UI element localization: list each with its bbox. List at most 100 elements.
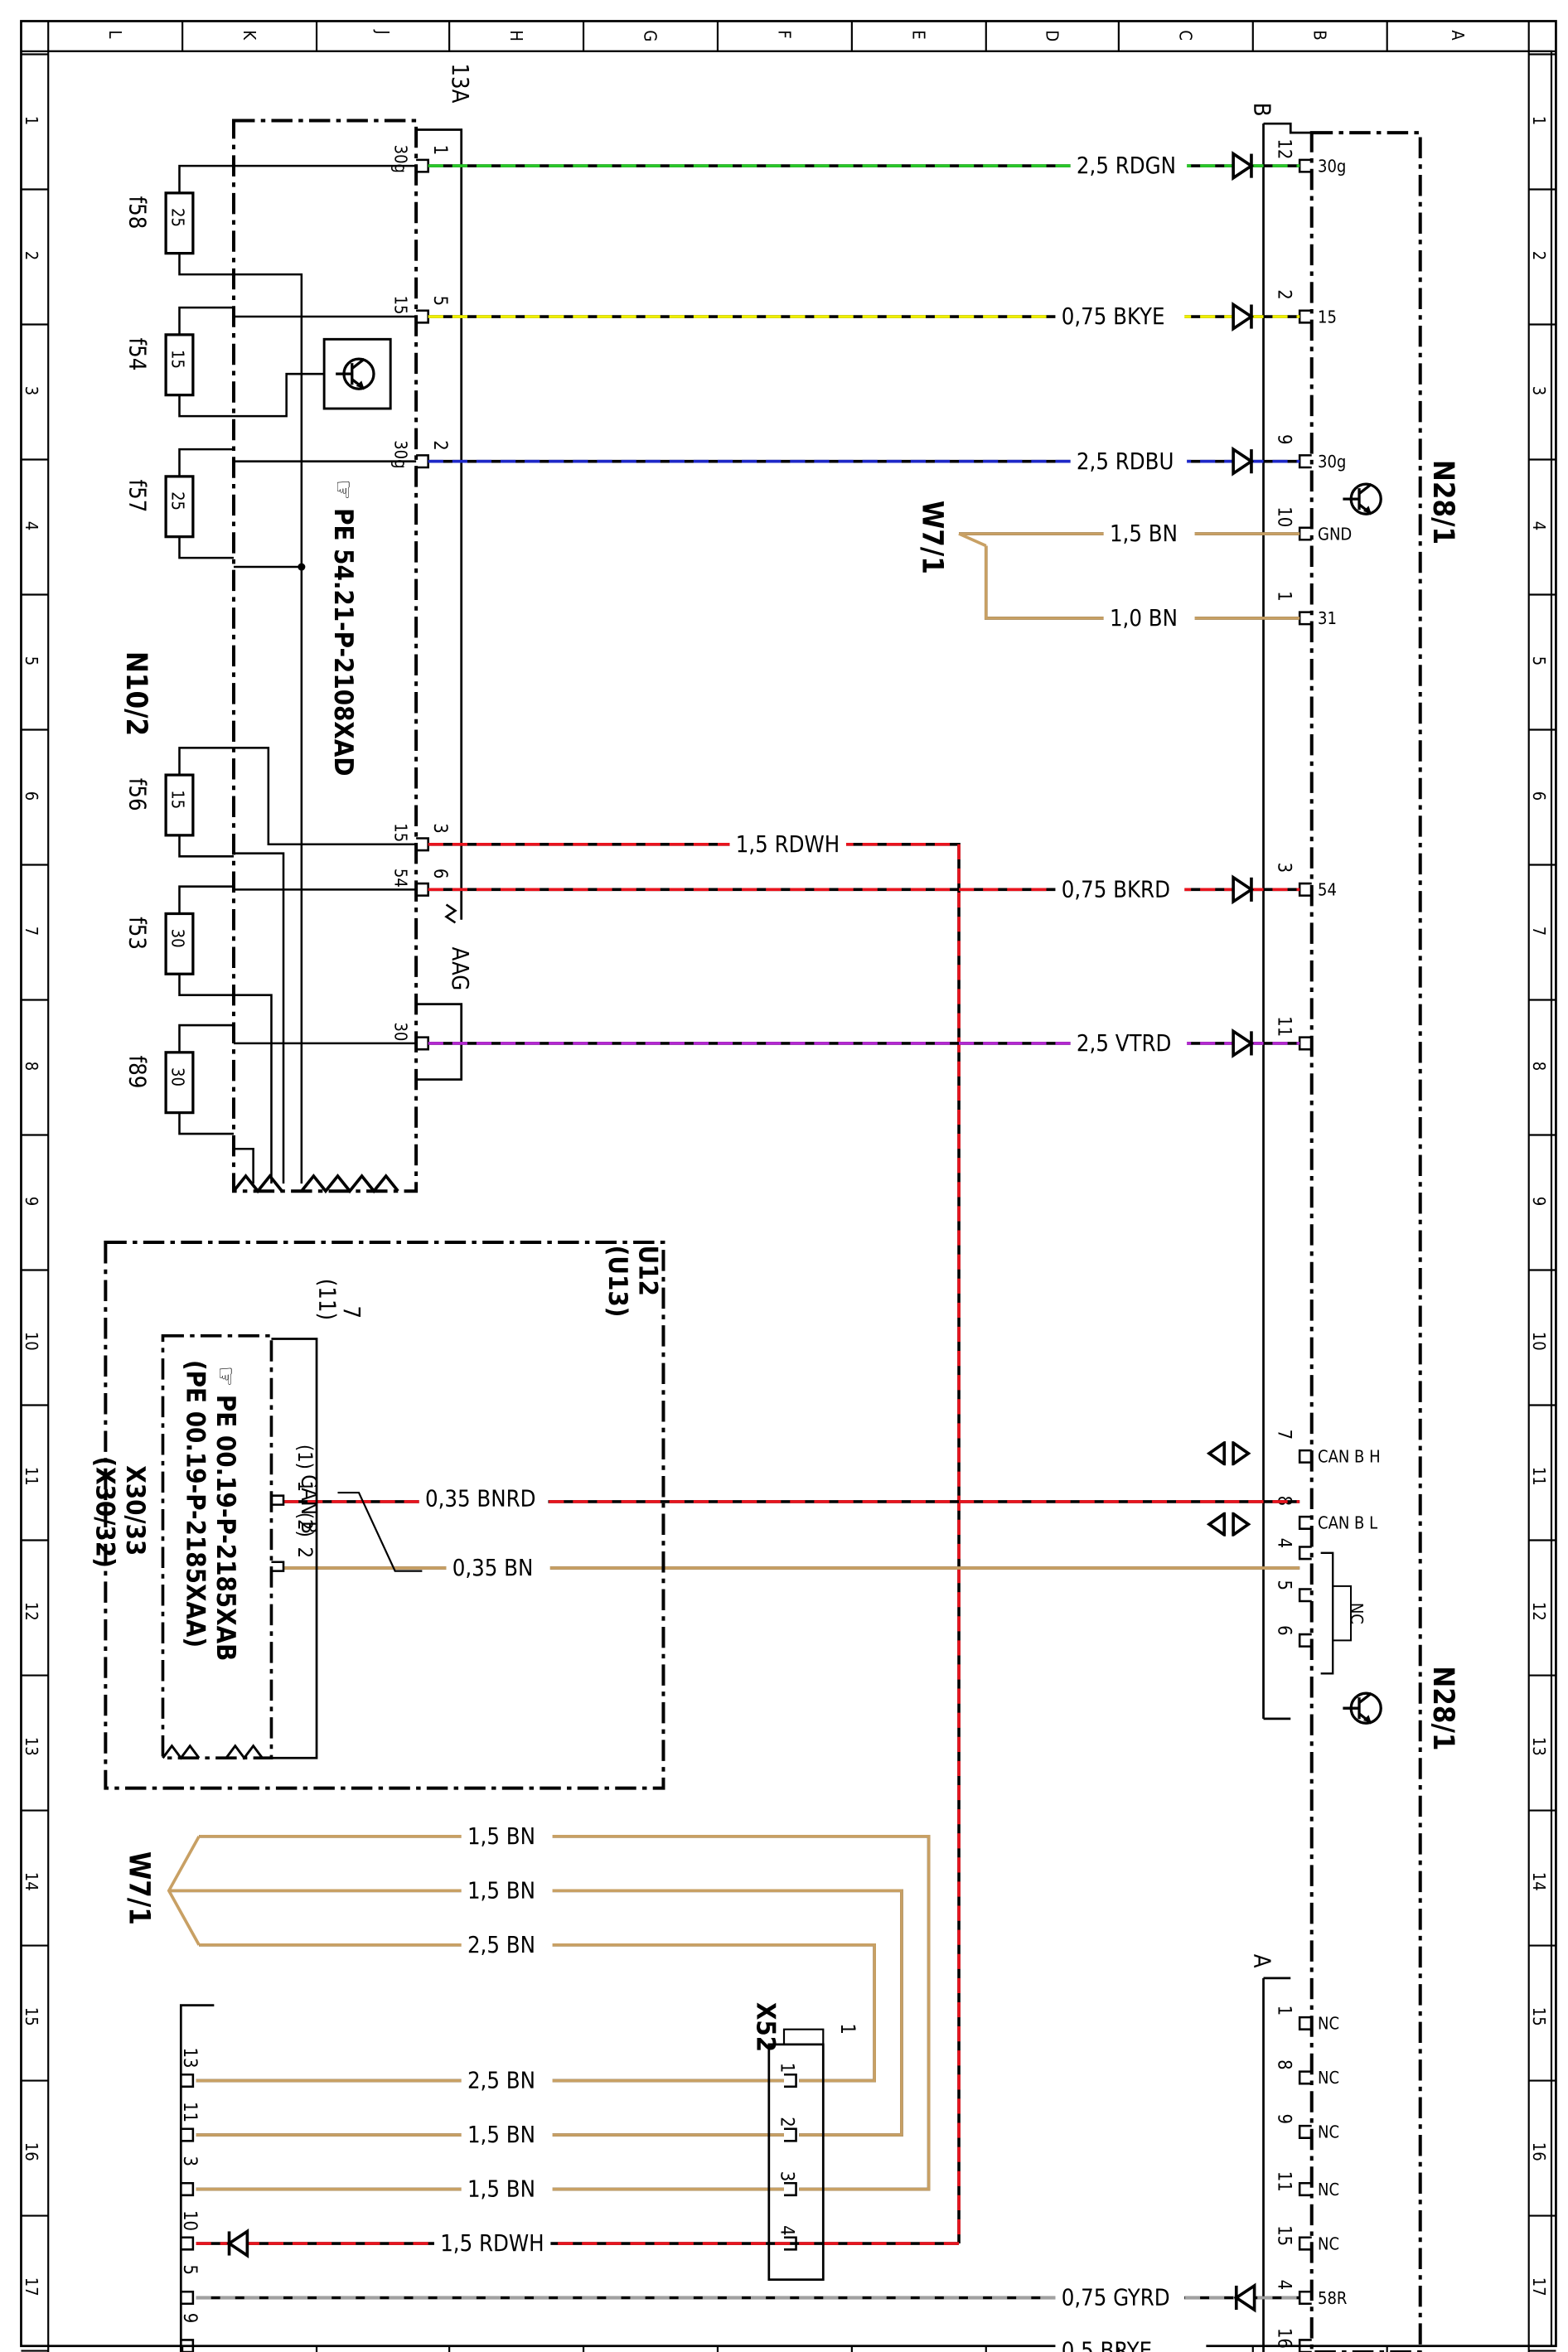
pin-terminal: 15 — [391, 823, 411, 842]
u12-pin-top: 7 — [338, 1305, 364, 1319]
pin-terminal: NC — [1318, 2014, 1339, 2034]
arrow-icon — [1233, 2282, 1256, 2313]
pin-number: 9 — [1274, 2114, 1295, 2125]
pointing-hand-icon: ☞ — [328, 480, 358, 509]
pin-contact — [416, 837, 429, 852]
u12-connector-2: (X30/32) — [90, 1456, 119, 1567]
pin-number: 4 — [776, 2225, 796, 2236]
pin-contact — [1298, 2290, 1312, 2306]
pin-terminal: 54 — [391, 869, 411, 888]
pin-number: 13 — [179, 2048, 200, 2069]
arrow-icon — [1232, 151, 1255, 181]
column-letter: E — [909, 30, 929, 39]
pin-number: 4 — [1274, 2280, 1295, 2291]
u12-pin-1: 1 — [293, 1480, 317, 1492]
pin-number: 10 — [1274, 506, 1295, 527]
pin-contact — [1298, 1515, 1312, 1530]
pin-contact — [416, 158, 429, 173]
u12-label: U12 — [632, 1246, 662, 1296]
row-number-right: 14 — [1529, 1872, 1549, 1891]
pin-number: 10 — [179, 2210, 200, 2231]
u12-module: U12 (U13) 7 (11) X30/33 (X30/32) ☞ PE 00… — [90, 1241, 665, 1790]
column-letter: C — [1176, 30, 1196, 41]
pin-contact — [1298, 158, 1312, 173]
pin-contact — [416, 309, 429, 324]
fuse-rating: 30 — [167, 929, 187, 948]
pin-contact — [1298, 2181, 1312, 2197]
pin-contact — [181, 2073, 195, 2088]
pin-contact — [181, 2290, 195, 2306]
pin-number: 1 — [1274, 2006, 1295, 2016]
pin-terminal: CAN B H — [1318, 1447, 1381, 1467]
pin-number: 5 — [1274, 1580, 1295, 1591]
can-bidirectional-icon — [1207, 1512, 1251, 1537]
drawing-frame — [20, 20, 1557, 2348]
row-number-left: 15 — [22, 2007, 41, 2026]
wire-label: 1,5 BN — [1110, 521, 1178, 547]
pin-number: 2 — [429, 440, 450, 451]
pin-number: 6 — [1274, 1625, 1295, 1636]
fuse-name: f54 — [123, 338, 149, 371]
row-number-left: 16 — [22, 2142, 41, 2161]
pin-terminal: 54 — [1318, 880, 1337, 900]
pin-number: 5 — [179, 2264, 200, 2275]
connector-b-label: B — [1249, 103, 1275, 117]
u12-ref-2: (PE 00.19-P-2185XAA) — [181, 1360, 211, 1648]
u13-label: (U13) — [603, 1246, 632, 1318]
transistor-icon — [334, 357, 375, 390]
arrow-icon — [1232, 302, 1255, 332]
row-number-right: 9 — [1529, 1197, 1549, 1206]
pin-number: 3 — [1274, 863, 1295, 874]
pin-number: 9 — [179, 2313, 200, 2324]
fuse-name: f89 — [123, 1055, 149, 1088]
pin-contact — [1298, 1633, 1312, 1648]
row-number-left: 7 — [22, 927, 41, 936]
u12-pin-top-alt: (11) — [314, 1279, 340, 1320]
row-number-left: 2 — [22, 251, 41, 260]
row-number-left: 10 — [22, 1332, 41, 1351]
row-number-right: 4 — [1529, 521, 1549, 530]
column-letter: L — [105, 30, 125, 38]
can-bidirectional-icon — [1207, 1441, 1251, 1466]
pin-number: 4 — [1274, 1538, 1295, 1549]
pin-number: 1 — [776, 2063, 796, 2074]
pin-number: 1 — [1274, 591, 1295, 601]
wire-label: 0,75 BKRD — [1062, 877, 1170, 903]
pin-terminal: NC — [1318, 2068, 1339, 2088]
pin-terminal: 31 — [1318, 608, 1337, 628]
pin-terminal: 15 — [391, 296, 411, 315]
pin-terminal: NC — [1318, 2233, 1339, 2253]
pin-number: 9 — [1274, 434, 1295, 445]
u12-can-label: CAN B — [296, 1474, 321, 1534]
pin-contact — [784, 2127, 797, 2142]
wire-label: 0,75 GYRD — [1062, 2286, 1170, 2311]
pin-contact — [1298, 309, 1312, 324]
pin-contact — [1298, 1036, 1312, 1051]
row-number-left: 13 — [22, 1737, 41, 1756]
n28-1-module: N28/1 N28/1 B A 1230g215930g10GND1313541… — [1207, 103, 1459, 2352]
column-letter: F — [775, 30, 795, 38]
pin-terminal: 30g — [1318, 452, 1346, 472]
pin-contact — [1298, 526, 1312, 541]
row-number-right: 12 — [1529, 1602, 1549, 1621]
wire-label: 0,5 BRYE — [1062, 2338, 1152, 2352]
module-label-n28-1-bottom: N28/1 — [1426, 1666, 1459, 1750]
pin-terminal: 30g — [391, 440, 411, 468]
pin-contact — [1298, 454, 1312, 469]
pin-terminal: 58R — [1318, 2288, 1347, 2308]
column-letter: J — [373, 29, 393, 34]
fuse-name: f53 — [123, 917, 149, 950]
wire-label: 1,5 RDWH — [440, 2231, 544, 2257]
pin-number: 11 — [179, 2102, 200, 2122]
x52-pin-group: 1 — [836, 2023, 859, 2035]
u12-pin-2-alt: (2) — [293, 1512, 317, 1537]
arrow-icon — [1232, 874, 1255, 905]
row-number-right: 10 — [1529, 1332, 1549, 1351]
connector-a-label: A — [1249, 1954, 1275, 1968]
pin-contact — [784, 2236, 797, 2251]
